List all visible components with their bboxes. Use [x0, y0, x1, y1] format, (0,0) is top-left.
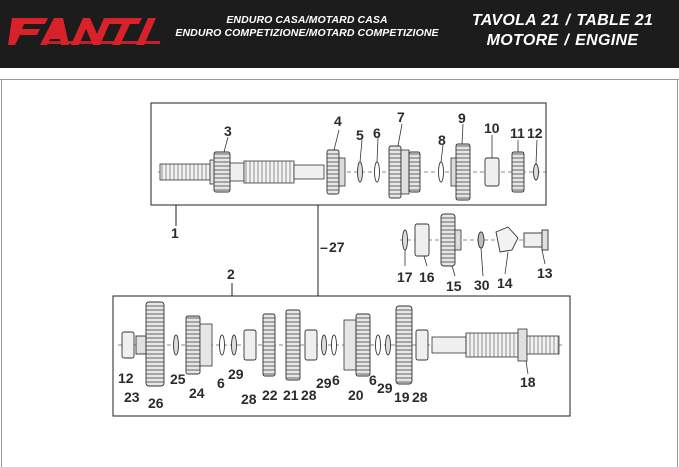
page-header: ENDURO CASA/MOTARD CASA ENDURO COMPETIZI… [0, 0, 679, 68]
gear-9 [450, 143, 471, 201]
bushing-28-b [304, 329, 318, 361]
callout-1: 1 [171, 225, 179, 241]
callout-29-c: 29 [377, 380, 393, 396]
fantic-logo [8, 18, 160, 45]
section-en: ENGINE [575, 32, 639, 49]
callout-3: 3 [224, 123, 232, 139]
callout-7: 7 [397, 109, 405, 125]
callout-14: 14 [497, 275, 513, 291]
callout-15: 15 [446, 278, 462, 294]
callout-21: 21 [283, 387, 299, 403]
frame-left-edge [1, 79, 2, 467]
table-number-en: TABLE 21 [576, 12, 654, 29]
lock-plate-14 [495, 226, 519, 253]
gear-22 [262, 313, 276, 377]
callout-23: 23 [124, 389, 140, 405]
bushing-10 [484, 157, 500, 187]
table-number-it: TAVOLA 21 [471, 12, 560, 29]
callout-5: 5 [356, 127, 364, 143]
section-it: MOTORE [486, 32, 559, 49]
circlip-8 [438, 161, 444, 183]
washer-29-a [231, 334, 237, 356]
table-number-line: TAVOLA 21 / TABLE 21 [450, 11, 675, 31]
callout-9: 9 [458, 110, 466, 126]
bushing-28-c [415, 329, 429, 361]
separator: / [564, 32, 570, 49]
models-line-1: ENDURO CASA/MOTARD CASA [226, 14, 388, 26]
section-line: MOTORE / ENGINE [450, 31, 675, 51]
callout-4: 4 [334, 113, 342, 129]
brand-wordmark [8, 18, 156, 45]
callout-20: 20 [348, 387, 364, 403]
circlip-6-a [219, 334, 225, 356]
callout-6-lower-a: 6 [217, 375, 225, 391]
gear-26 [145, 301, 165, 387]
gear-21 [285, 309, 301, 381]
callout-10: 10 [484, 120, 500, 136]
circlip-6-c [375, 334, 381, 356]
callout-11: 11 [510, 125, 525, 141]
callout-27: 27 [329, 239, 345, 255]
callout-28-a: 28 [241, 391, 257, 407]
sprocket-15 [440, 213, 462, 267]
bearing-12-lower [121, 331, 135, 359]
callout-6-lower-b: 6 [332, 372, 340, 388]
circlip-6-b [331, 334, 337, 356]
washer-12 [533, 163, 539, 181]
washer-17 [402, 229, 408, 251]
washer-25 [173, 334, 179, 356]
callout-24: 24 [189, 385, 205, 401]
callout-29-b: 29 [316, 375, 332, 391]
callout-6-lower-c: 6 [369, 372, 377, 388]
bolt-13 [523, 229, 549, 251]
callout-28-c: 28 [412, 389, 428, 405]
frame-right-edge [677, 79, 678, 467]
diagram-frame [0, 79, 679, 467]
callout-30: 30 [474, 277, 490, 293]
bearing-16 [414, 223, 430, 257]
gear-4 [326, 149, 346, 195]
callout-16: 16 [419, 269, 435, 285]
callout-19: 19 [394, 389, 410, 405]
gear-3 [213, 151, 231, 193]
callout-29-a: 29 [228, 366, 244, 382]
upper-shaft-box [150, 102, 547, 206]
gear-11 [511, 151, 525, 193]
washer-5 [357, 161, 363, 183]
gear-19 [395, 305, 413, 385]
lower-shaft-18 [431, 328, 560, 362]
callout-12-lower: 12 [118, 370, 134, 386]
callout-18: 18 [520, 374, 536, 390]
bushing-28-a [243, 329, 257, 361]
washer-29-c [385, 334, 391, 356]
callout-6-upper: 6 [373, 125, 381, 141]
bushing-23 [135, 335, 147, 355]
separator: / [565, 12, 571, 29]
gear-7 [388, 145, 421, 199]
gear-20 [343, 313, 371, 377]
callout-12-upper: 12 [527, 125, 543, 141]
washer-29-b [321, 334, 327, 356]
washer-30 [477, 231, 485, 249]
callout-22: 22 [262, 387, 278, 403]
callout-17: 17 [397, 269, 413, 285]
models-line-2: ENDURO COMPETIZIONE/MOTARD COMPETIZIONE [175, 27, 439, 39]
callout-8: 8 [438, 132, 446, 148]
gear-24 [185, 315, 213, 375]
callout-26: 26 [148, 395, 164, 411]
model-list: ENDURO CASA/MOTARD CASA ENDURO COMPETIZI… [172, 14, 442, 40]
callout-13: 13 [537, 265, 553, 281]
callout-25: 25 [170, 371, 186, 387]
lower-shaft-box [112, 295, 571, 417]
callout-27-prefix: – [320, 239, 328, 255]
callout-2: 2 [227, 266, 235, 282]
callout-28-b: 28 [301, 387, 317, 403]
circlip-6 [374, 161, 380, 183]
table-title: TAVOLA 21/TABLE 21 MOTORE/ENGINE [450, 11, 675, 51]
upper-shaft [159, 159, 325, 185]
